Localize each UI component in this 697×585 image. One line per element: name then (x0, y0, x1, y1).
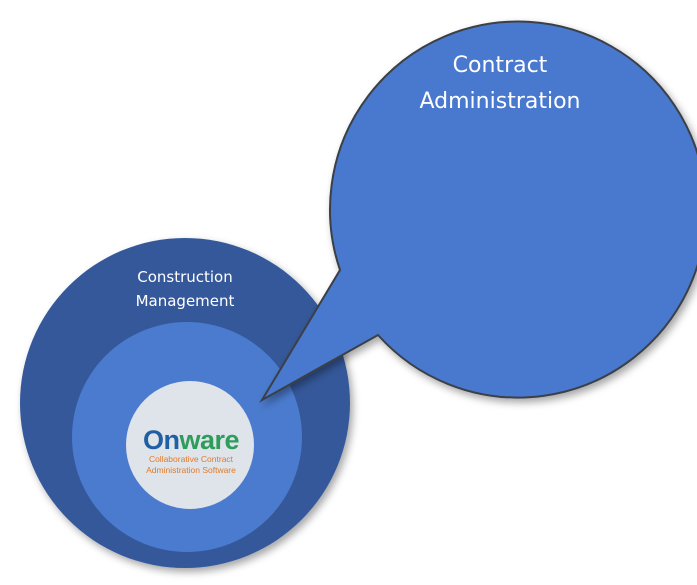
callout-label-line2: Administration (419, 89, 581, 114)
construction-management-label: Construction Management (95, 265, 275, 313)
outer-label-line2: Management (135, 292, 235, 310)
logo-wordmark: Onware (126, 426, 256, 454)
logo-tagline-line2: Administration Software (146, 464, 236, 475)
onware-logo-circle (126, 381, 254, 509)
contract-administration-callout (259, 20, 697, 403)
onware-logo: Onware Collaborative Contract Administra… (126, 400, 256, 490)
contract-administration-label: Contract Administration (390, 48, 610, 120)
callout-label-line1: Contract (452, 53, 548, 78)
outer-label-line1: Construction (137, 268, 233, 286)
logo-word-on: On (142, 425, 180, 455)
logo-tagline-line1: Collaborative Contract (148, 454, 234, 464)
logo-word-ware: ware (179, 425, 240, 455)
